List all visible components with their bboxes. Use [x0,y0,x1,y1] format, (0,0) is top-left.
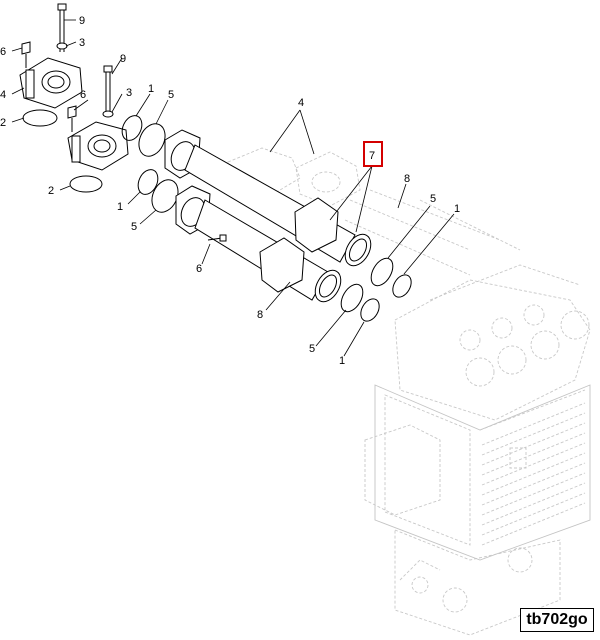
callout-6-lower: 6 [80,89,86,101]
seal-5-d [340,283,364,313]
callout-1-c: 1 [454,203,460,215]
o-ring-1-c [392,274,412,298]
tube-8-upper [164,129,372,267]
o-ring-1-a [121,115,143,141]
lower-flange-assembly [67,65,129,193]
callout-1-d: 1 [339,355,345,367]
callout-6-c: 6 [196,263,202,275]
callout-9-upper: 9 [79,15,85,27]
callout-3-lower: 3 [126,87,132,99]
left-seals [121,115,179,213]
callout-5-a: 5 [168,89,174,101]
callout-1-a: 1 [148,83,154,95]
ghost-engine-assembly [227,147,591,636]
callout-5-c: 5 [430,193,436,205]
bolt-6-upper [21,41,31,55]
callout-4-upper: 4 [0,89,6,101]
callout-6-upper: 6 [0,46,6,58]
callout-3-upper: 3 [79,37,85,49]
callout-5-d: 5 [309,343,315,355]
callout-5-b: 5 [131,221,137,233]
callout-7: 7 [369,150,375,162]
figure-code-label: tb702go [520,608,594,632]
o-ring-1-b [137,169,159,195]
callout-8-lower: 8 [257,309,263,321]
bolt-6-lower [67,105,77,119]
callout-1-b: 1 [117,201,123,213]
callout-8-upper: 8 [404,173,410,185]
seal-5-a [138,123,166,157]
right-seals [340,257,412,322]
leader-lines [11,19,455,357]
seal-5-c [370,257,394,287]
callout-9-lower: 9 [120,53,126,65]
tube-8-lower [175,185,342,303]
callout-7-highlight-box [363,141,383,167]
o-ring-2-upper [22,109,58,127]
callout-2-upper: 2 [0,117,6,129]
callout-2-lower: 2 [48,185,54,197]
callout-4-center: 4 [298,97,304,109]
upper-flange-assembly [19,3,83,127]
callouts: 9 3 6 4 2 9 6 3 2 1 5 4 1 5 7 8 5 1 6 8 … [0,15,460,367]
o-ring-1-d [360,298,380,322]
o-ring-2-lower [69,175,103,193]
